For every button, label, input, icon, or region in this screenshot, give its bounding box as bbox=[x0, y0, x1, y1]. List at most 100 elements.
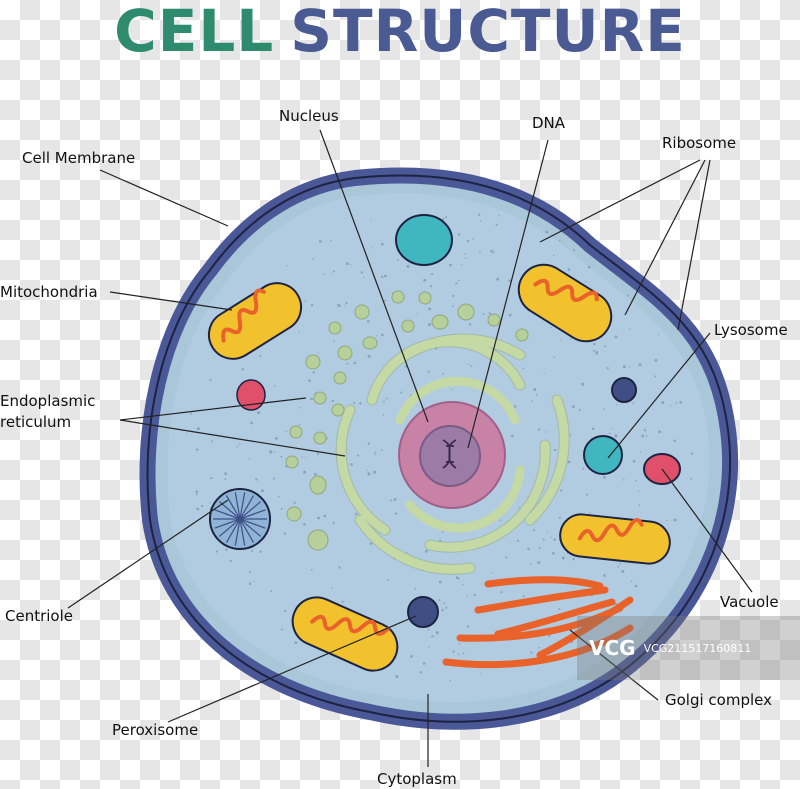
speckle bbox=[462, 583, 464, 586]
speckle bbox=[657, 333, 660, 336]
speckle bbox=[640, 451, 642, 454]
speckle bbox=[209, 379, 212, 382]
speckle bbox=[614, 602, 618, 606]
watermark-logo: VCG bbox=[589, 636, 636, 660]
speckle bbox=[427, 628, 430, 631]
speckle bbox=[380, 275, 384, 279]
speckle bbox=[441, 608, 444, 612]
speckle bbox=[248, 458, 251, 460]
centriole-spoke bbox=[234, 492, 241, 520]
speckle bbox=[451, 388, 453, 391]
speckle bbox=[550, 327, 552, 329]
speckle bbox=[595, 350, 599, 354]
speckle bbox=[635, 479, 637, 482]
speckle bbox=[545, 431, 547, 433]
speckle bbox=[658, 430, 662, 434]
speckle bbox=[500, 591, 503, 594]
speckle bbox=[591, 427, 595, 431]
speckle bbox=[466, 595, 468, 597]
speckle bbox=[499, 519, 502, 522]
speckle bbox=[438, 599, 441, 602]
speckle bbox=[196, 507, 200, 511]
speckle bbox=[366, 469, 368, 471]
speckle bbox=[317, 516, 320, 520]
speckle bbox=[572, 249, 575, 252]
speckle bbox=[430, 635, 433, 638]
title-structure: STRUCTURE bbox=[290, 0, 686, 65]
speckle bbox=[611, 428, 613, 430]
speckle bbox=[310, 303, 314, 307]
lysosome-right bbox=[583, 435, 623, 475]
speckle bbox=[323, 273, 325, 275]
speckle bbox=[397, 259, 399, 262]
speckle bbox=[675, 402, 678, 404]
speckle bbox=[638, 504, 641, 506]
speckle bbox=[360, 271, 364, 274]
speckle bbox=[462, 652, 465, 655]
speckle bbox=[280, 455, 283, 458]
speckle bbox=[341, 600, 344, 603]
speckle bbox=[272, 477, 275, 480]
speckle bbox=[337, 304, 341, 308]
centriole-spoke bbox=[239, 518, 246, 546]
centriole-spoke bbox=[218, 518, 241, 537]
speckle bbox=[527, 547, 530, 551]
mitochondrion-left bbox=[207, 282, 303, 360]
speckle bbox=[259, 550, 262, 553]
speckle bbox=[488, 312, 491, 315]
speckle bbox=[470, 365, 473, 368]
speckle bbox=[632, 402, 635, 405]
speckle bbox=[479, 220, 482, 222]
speckle bbox=[530, 651, 533, 654]
speckle bbox=[369, 542, 373, 545]
speckle bbox=[225, 548, 228, 551]
centriole-spoke bbox=[214, 518, 241, 529]
speckle bbox=[665, 519, 668, 522]
label-er-line1: Endoplasmic bbox=[0, 392, 95, 410]
speckle bbox=[498, 214, 500, 217]
speckle bbox=[478, 213, 481, 216]
speckle bbox=[248, 582, 252, 586]
speckle bbox=[312, 257, 314, 260]
speckle bbox=[345, 301, 348, 304]
speckle bbox=[259, 355, 262, 358]
speckle bbox=[496, 277, 500, 281]
speckle bbox=[452, 294, 455, 298]
speckle bbox=[587, 265, 591, 269]
speckle bbox=[400, 391, 403, 394]
speckle bbox=[480, 673, 482, 675]
leader-lysosome bbox=[607, 332, 711, 459]
speckle bbox=[367, 354, 371, 358]
speckle bbox=[224, 472, 227, 475]
speckle bbox=[596, 353, 598, 356]
speckle bbox=[548, 634, 551, 637]
speckle bbox=[458, 643, 461, 645]
speckle bbox=[558, 516, 561, 519]
speckle bbox=[445, 216, 447, 219]
speckle bbox=[533, 529, 536, 532]
speckle bbox=[589, 512, 591, 514]
peroxisome-shape bbox=[407, 596, 439, 628]
speckle bbox=[645, 435, 648, 438]
speckle bbox=[310, 569, 313, 571]
speckle bbox=[363, 276, 365, 279]
speckle bbox=[367, 442, 370, 445]
speckle bbox=[560, 489, 563, 492]
speckle bbox=[679, 401, 683, 404]
speckle bbox=[622, 365, 626, 369]
speckle bbox=[386, 579, 389, 581]
speckle bbox=[331, 587, 333, 589]
speckle bbox=[536, 393, 538, 396]
speckle bbox=[380, 333, 384, 337]
speckle bbox=[303, 470, 307, 474]
speckle bbox=[637, 490, 640, 492]
speckle bbox=[345, 262, 349, 266]
speckle bbox=[350, 463, 353, 466]
label-vacuole: Vacuole bbox=[720, 593, 779, 611]
speckle bbox=[457, 233, 461, 236]
speckle bbox=[410, 655, 413, 658]
leader-peroxisome bbox=[167, 615, 417, 723]
leader-mitochondria bbox=[109, 291, 233, 311]
speckle bbox=[468, 323, 472, 326]
